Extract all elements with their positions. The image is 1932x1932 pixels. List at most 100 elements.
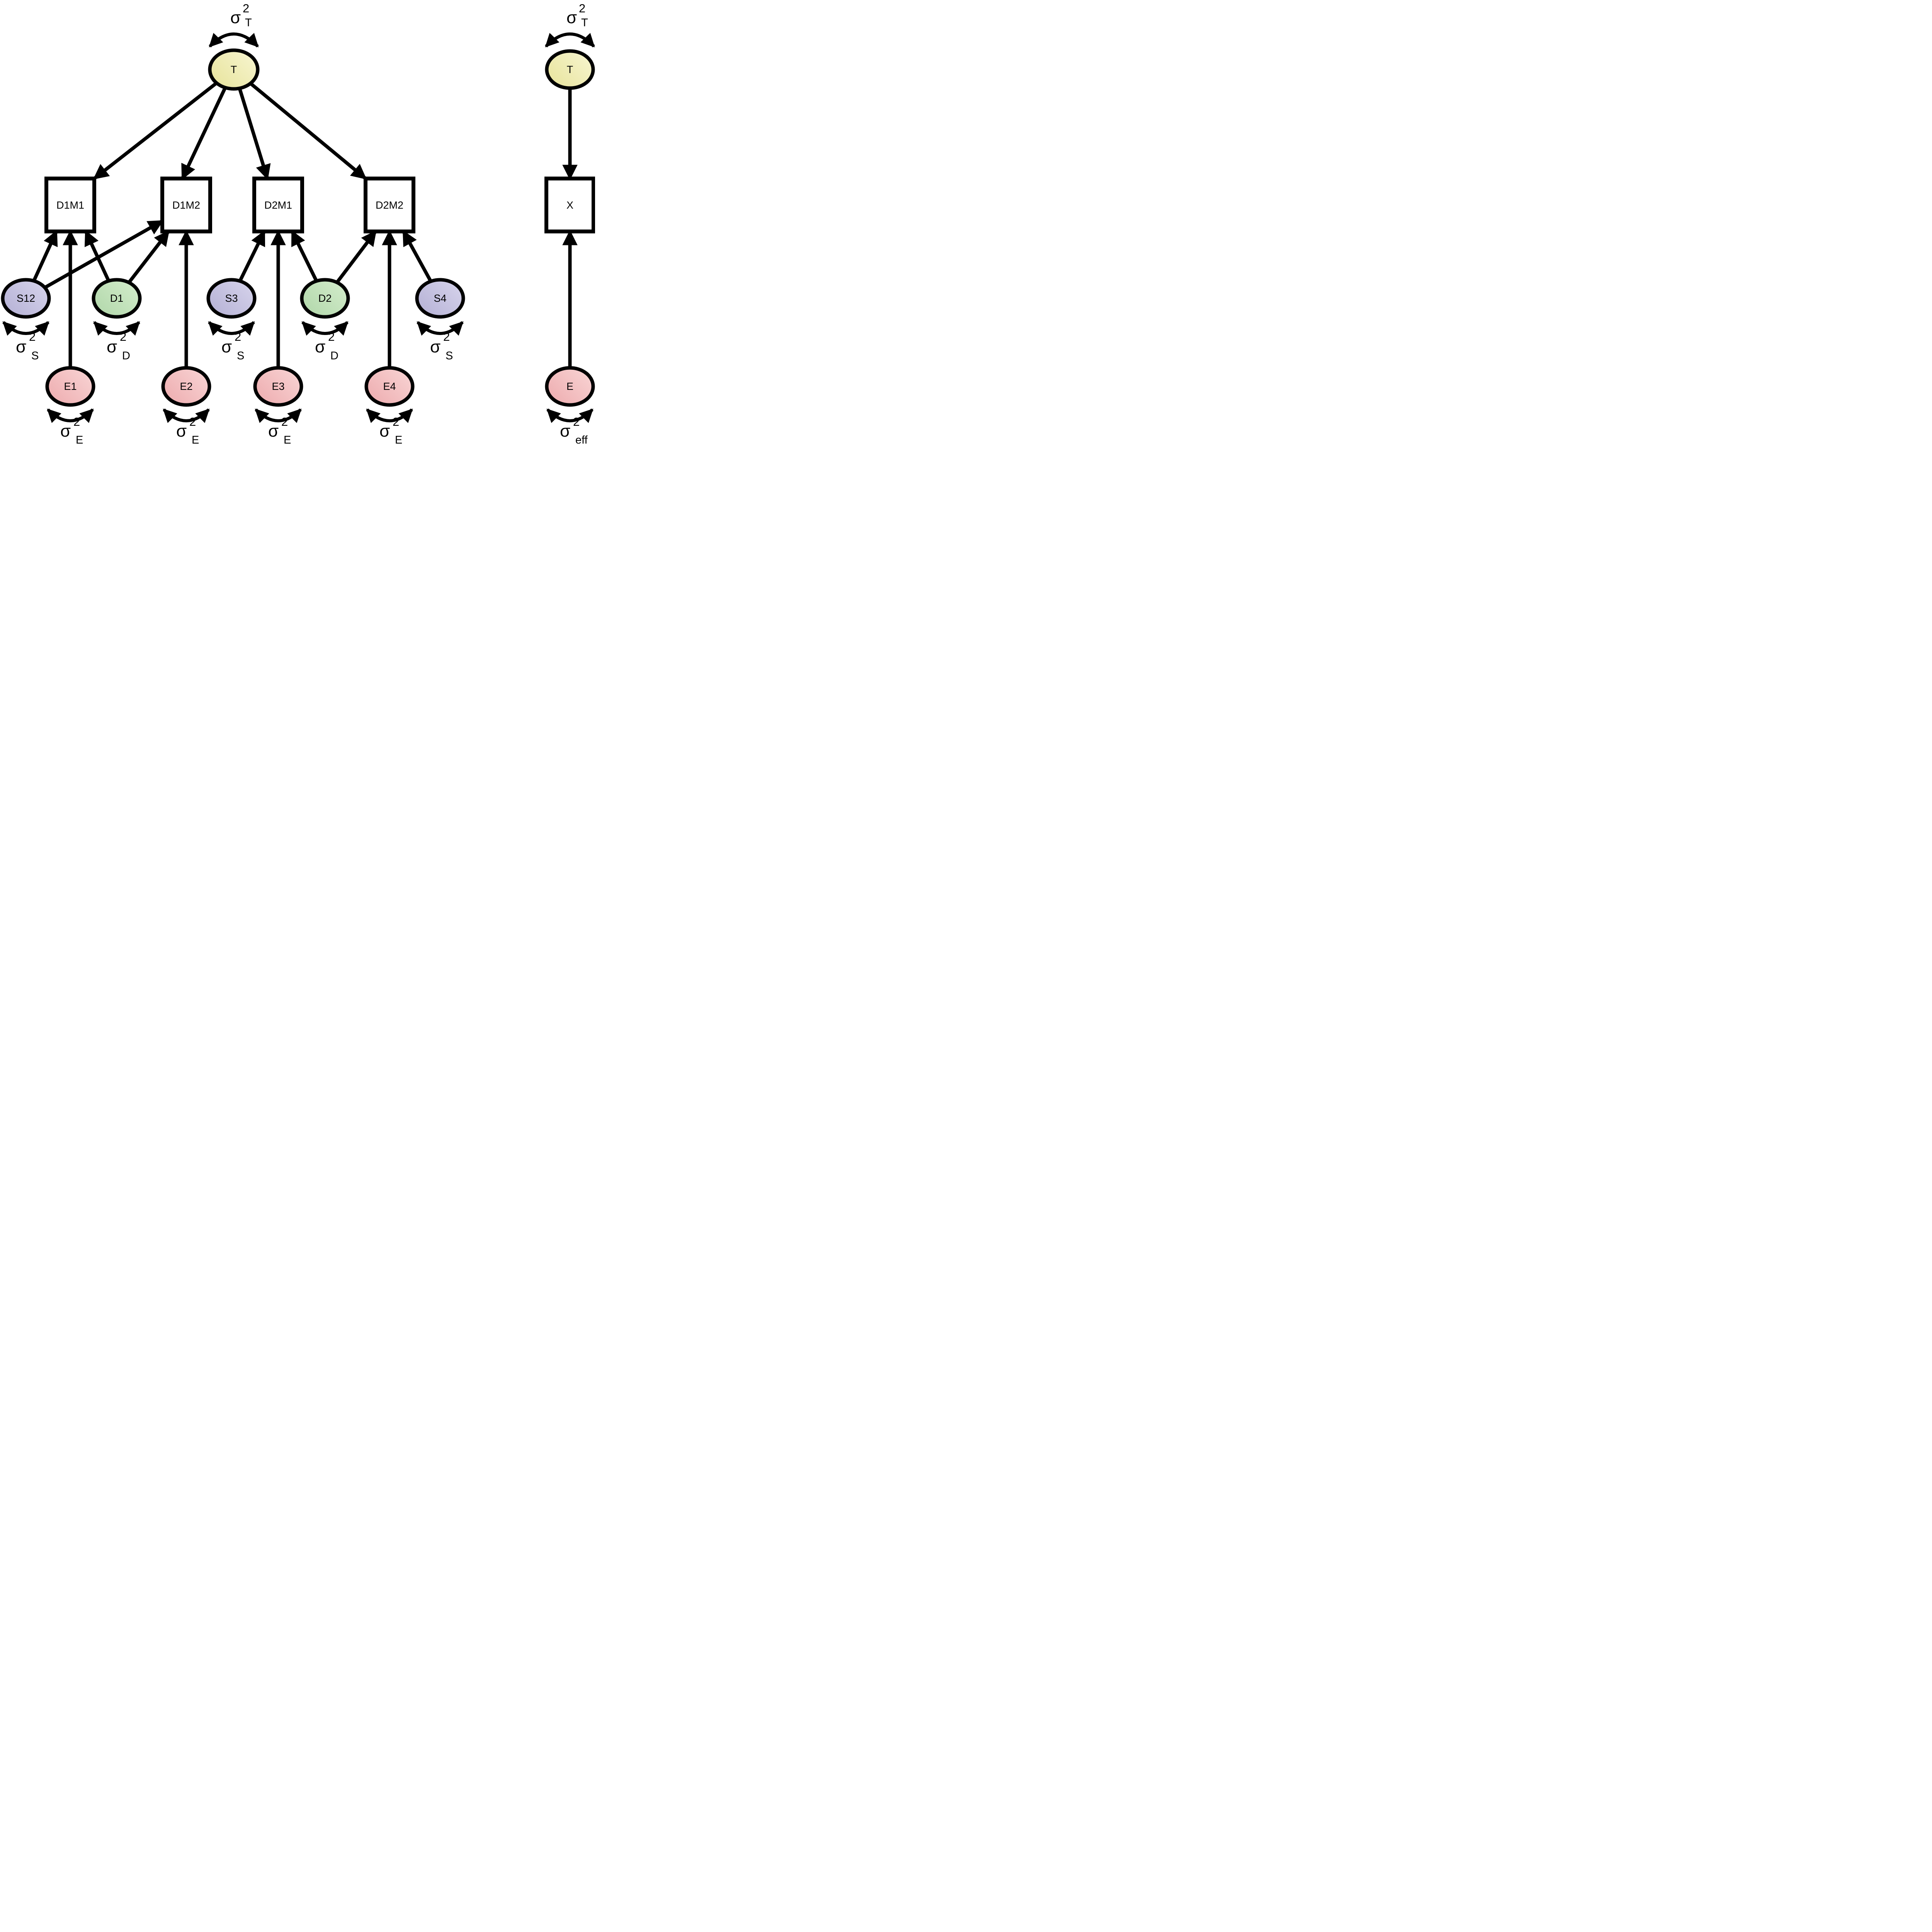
node-d2-label: D2 xyxy=(318,293,332,304)
node-e1-ellipse xyxy=(45,366,95,407)
node-e-right: E xyxy=(545,366,595,407)
node-e2-ellipse xyxy=(161,366,211,407)
latent-nodes-layer: T T S12 D1 S3 D2 S4 E1 xyxy=(1,48,595,407)
variance-sigma: σ xyxy=(16,337,26,356)
node-e2-label: E2 xyxy=(180,381,192,392)
node-e3-ellipse xyxy=(253,366,303,407)
variance-subscript: T xyxy=(245,17,252,29)
variance-sigma: σ xyxy=(430,337,440,356)
variance-subscript: E xyxy=(284,434,291,444)
node-s3-label: S3 xyxy=(225,293,238,304)
variance-sigma: σ xyxy=(60,422,71,440)
variance-exponent: 2 xyxy=(443,330,450,344)
sem-diagram-canvas: D1M1 D1M2 D2M1 D2M2 X T T S1 xyxy=(1,2,595,446)
path-arrow-t-to-d1m1 xyxy=(93,68,235,180)
variance-arrow-e2 xyxy=(163,408,210,423)
node-e1-label: E1 xyxy=(64,381,77,392)
variance-arrow-s12 xyxy=(2,321,49,336)
variance-arrow-e4 xyxy=(366,408,413,423)
variance-subscript: S xyxy=(31,350,39,362)
variance-sigma: σ xyxy=(315,337,325,356)
node-e2: E2 xyxy=(161,366,211,407)
node-t-main: T xyxy=(208,48,260,91)
node-e3-label: E3 xyxy=(272,381,284,392)
variance-sigma: σ xyxy=(566,8,577,27)
node-s3: S3 xyxy=(206,278,257,319)
variance-exponent: 2 xyxy=(73,415,80,429)
node-s12-label: S12 xyxy=(17,293,35,304)
variance-subscript: eff xyxy=(575,434,588,444)
node-d1-label: D1 xyxy=(110,293,124,304)
variance-arrow-e3 xyxy=(255,408,302,423)
node-e1: E1 xyxy=(45,366,95,407)
node-d1m2-box xyxy=(160,177,212,233)
node-d1m1: D1M1 xyxy=(44,177,96,233)
variance-sigma: σ xyxy=(268,422,279,440)
variance-subscript: T xyxy=(581,17,588,29)
node-e4: E4 xyxy=(364,366,415,407)
node-d1-ellipse xyxy=(92,278,142,319)
variance-arrow-t-right xyxy=(545,32,595,48)
node-d1: D1 xyxy=(92,278,142,319)
variance-exponent: 2 xyxy=(243,2,249,15)
variance-subscript: S xyxy=(237,350,244,362)
node-d1m1-label: D1M1 xyxy=(56,199,84,211)
variance-sigma: σ xyxy=(230,8,241,27)
variance-arrow-e1 xyxy=(47,408,94,423)
node-e3: E3 xyxy=(253,366,303,407)
variance-sigma: σ xyxy=(560,422,570,440)
variance-exponent: 2 xyxy=(189,415,196,429)
node-d2m2: D2M2 xyxy=(364,177,415,233)
node-t-right: T xyxy=(545,49,595,90)
path-arrow-t-to-d2m2 xyxy=(233,68,367,180)
node-d2: D2 xyxy=(300,278,350,319)
node-e-right-ellipse xyxy=(545,366,595,407)
variance-sigma: σ xyxy=(379,422,390,440)
node-s3-ellipse xyxy=(206,278,257,319)
node-s4: S4 xyxy=(415,278,465,319)
variance-exponent: 2 xyxy=(120,330,126,344)
node-d2-ellipse xyxy=(300,278,350,319)
node-d2m2-label: D2M2 xyxy=(376,199,403,211)
variance-exponent: 2 xyxy=(29,330,36,344)
variance-arrow-t-main xyxy=(209,32,259,48)
variance-exponent: 2 xyxy=(281,415,288,429)
variance-subscript: E xyxy=(76,434,83,444)
node-s12: S12 xyxy=(1,278,51,319)
observed-nodes-layer: D1M1 D1M2 D2M1 D2M2 X xyxy=(44,177,595,233)
variance-sigma: σ xyxy=(107,337,117,356)
variance-exponent: 2 xyxy=(328,330,335,344)
variance-subscript: D xyxy=(122,350,130,362)
variance-exponent: 2 xyxy=(393,415,399,429)
node-e4-ellipse xyxy=(364,366,415,407)
node-d1m2-label: D1M2 xyxy=(172,199,200,211)
node-s12-ellipse xyxy=(1,278,51,319)
variance-exponent: 2 xyxy=(573,415,580,429)
node-d1m2: D1M2 xyxy=(160,177,212,233)
node-x-box xyxy=(544,177,595,233)
variance-subscript: D xyxy=(330,350,338,362)
node-x: X xyxy=(544,177,595,233)
node-e-right-label: E xyxy=(566,381,573,392)
node-d2m1: D2M1 xyxy=(252,177,304,233)
node-t-right-ellipse xyxy=(545,49,595,90)
variance-subscript: S xyxy=(446,350,453,362)
variance-arrow-d2 xyxy=(301,321,349,336)
node-s4-label: S4 xyxy=(434,293,446,304)
node-t-main-ellipse xyxy=(208,48,260,91)
variance-arrows-layer xyxy=(2,32,595,423)
variance-arrow-d1 xyxy=(93,321,140,336)
sem-path-diagram: D1M1 D1M2 D2M1 D2M2 X T T S1 xyxy=(0,0,595,446)
node-d2m1-box xyxy=(252,177,304,233)
